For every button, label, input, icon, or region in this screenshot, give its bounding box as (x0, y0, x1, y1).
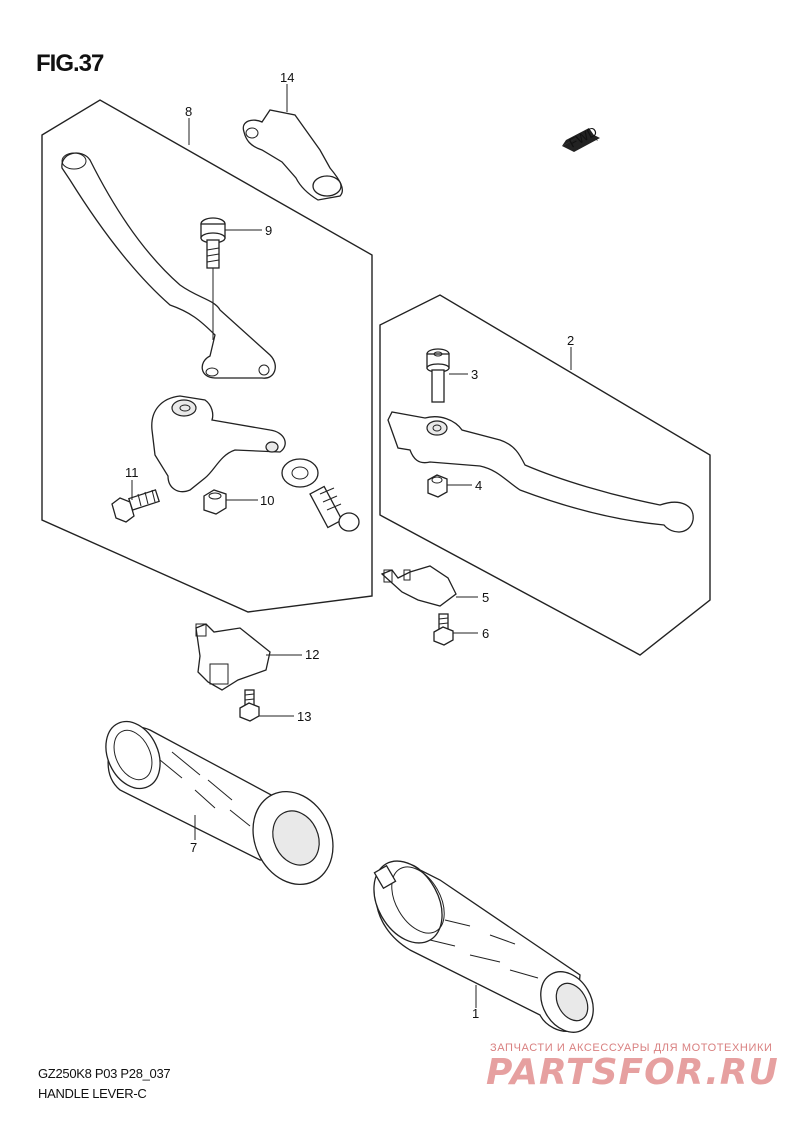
part-2-lever (387, 411, 694, 533)
part-adjuster (281, 458, 360, 532)
part-3-bolt (426, 348, 450, 403)
figure-name: HANDLE LEVER-C (38, 1086, 147, 1101)
fwd-arrow-icon: FWD (562, 124, 600, 152)
part-14-cable-holder (242, 109, 344, 201)
watermark-tagline: ЗАПЧАСТИ И АКСЕССУАРЫ ДЛЯ МОТОТЕХНИКИ (490, 1042, 773, 1054)
watermark-logo: PARTSFOR.RU (486, 1052, 779, 1093)
callout-2: 2 (567, 333, 574, 348)
callout-14: 14 (280, 70, 294, 85)
part-5-switch (380, 565, 457, 607)
callout-12: 12 (305, 647, 319, 662)
part-13-screw (239, 689, 260, 722)
callout-7: 7 (190, 840, 197, 855)
part-6-screw (433, 613, 454, 646)
part-10-nut (203, 489, 227, 515)
callout-3: 3 (471, 367, 478, 382)
part-8-lever (61, 152, 276, 379)
figure-title: FIG.37 (36, 50, 104, 77)
part-11-bolt (111, 489, 160, 523)
callout-1: 1 (472, 1006, 479, 1021)
leader-lines (131, 84, 572, 1008)
callout-9: 9 (265, 223, 272, 238)
callout-8: 8 (185, 104, 192, 119)
group-box-left (41, 99, 373, 613)
part-lever-holder (151, 395, 286, 493)
figure-code: GZ250K8 P03 P28_037 (38, 1066, 171, 1081)
part-7-grip (105, 720, 334, 886)
part-1-grip (373, 860, 594, 1033)
part-12-switch (195, 623, 271, 691)
callout-13: 13 (297, 709, 311, 724)
callout-5: 5 (482, 590, 489, 605)
callout-4: 4 (475, 478, 482, 493)
part-4-nut (427, 474, 448, 498)
part-9-bolt (200, 217, 226, 340)
callout-10: 10 (260, 493, 274, 508)
callout-11: 11 (125, 465, 139, 480)
group-box-right (379, 294, 711, 656)
callout-6: 6 (482, 626, 489, 641)
